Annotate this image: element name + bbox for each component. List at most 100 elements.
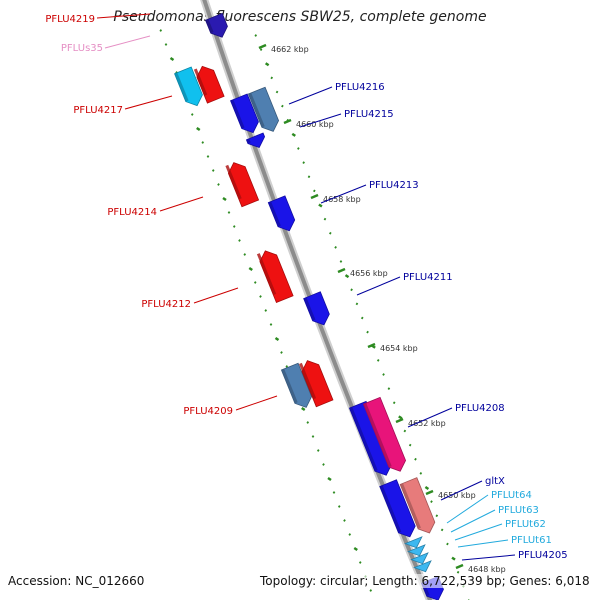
left-track-tick	[348, 533, 352, 536]
left-track-tick	[238, 239, 241, 242]
right-track-tick	[323, 217, 327, 221]
left-track-tick	[169, 56, 175, 62]
left-track-tick	[285, 365, 289, 368]
left-track-tick	[206, 155, 210, 158]
gene-label-right: PFLUt63	[498, 505, 539, 516]
gene-label-right: PFLU4213	[369, 180, 419, 191]
left-track-tick	[196, 126, 201, 132]
leader-line	[450, 509, 496, 533]
right-track-tick	[360, 316, 364, 320]
right-track-tick	[339, 260, 343, 263]
gene-label-left: PFLU4209	[183, 406, 233, 417]
gene-arrow	[280, 362, 313, 408]
left-track-tick	[232, 225, 236, 228]
gene-arrow	[379, 479, 416, 538]
left-track-tick	[327, 476, 332, 482]
leader-line	[454, 523, 503, 541]
gene-arrow	[267, 195, 296, 232]
right-track-tick	[318, 203, 323, 208]
left-track-tick	[248, 266, 253, 272]
accession-text: Accession: NC_012660	[8, 574, 145, 588]
gene-arrow	[399, 477, 436, 534]
right-track-tick	[408, 443, 412, 447]
left-track-tick	[353, 546, 358, 552]
kbp-tick-label: 4660 kbp	[296, 120, 334, 129]
right-track-tick	[291, 132, 296, 137]
gene-label-left: PFLUs35	[61, 43, 103, 54]
gene-label-left: PFLU4212	[141, 299, 191, 310]
gene-label-right: gltX	[485, 476, 505, 487]
leader-line	[356, 276, 401, 296]
gene-arrow	[245, 132, 266, 149]
right-track-tick	[328, 231, 332, 235]
kbp-major-tick	[395, 417, 404, 424]
left-track-tick	[274, 336, 280, 342]
kbp-tick-label: 4662 kbp	[271, 45, 309, 54]
gene-arrow	[193, 65, 225, 104]
right-track-tick	[440, 528, 444, 532]
leader-line	[288, 86, 333, 105]
gene-arrow	[256, 250, 294, 303]
left-track-tick	[332, 491, 336, 494]
genome-summary-text: Topology: circular; Length: 6,722,539 bp…	[260, 574, 590, 588]
right-track-tick	[392, 401, 396, 405]
right-track-tick	[313, 189, 316, 193]
gene-label-right: PFLUt61	[511, 535, 552, 546]
kbp-major-tick	[337, 267, 346, 274]
leader-line	[96, 13, 151, 19]
right-track-tick	[382, 373, 385, 376]
right-track-tick	[419, 472, 423, 475]
left-track-tick	[269, 323, 273, 326]
left-track-tick	[259, 295, 262, 298]
left-track-tick	[311, 435, 315, 438]
leader-line	[159, 196, 204, 212]
kbp-major-tick	[367, 342, 376, 349]
right-track-tick	[264, 62, 270, 67]
left-track-tick	[280, 351, 283, 354]
right-track-tick	[376, 359, 380, 362]
right-track-tick	[451, 556, 456, 561]
gene-label-left: PFLU4219	[45, 14, 95, 25]
right-track-tick	[424, 485, 430, 491]
right-track-tick	[254, 34, 258, 37]
right-track-tick	[387, 387, 391, 390]
left-track-tick	[243, 253, 247, 256]
gene-arrow	[205, 12, 228, 38]
gene-label-right: PFLUt64	[491, 490, 532, 501]
left-track-tick	[190, 113, 194, 116]
gene-label-right: PFLU4211	[403, 272, 453, 283]
gene-arrow	[299, 360, 334, 408]
left-track-tick	[337, 505, 341, 508]
leader-line	[440, 480, 483, 501]
gene-label-left: PFLU4214	[107, 207, 157, 218]
left-track-tick	[264, 309, 268, 312]
leader-line	[124, 95, 173, 110]
leader-line	[461, 554, 516, 561]
kbp-major-tick	[425, 489, 434, 496]
kbp-major-tick	[258, 43, 267, 50]
leader-line	[446, 494, 489, 524]
gene-arrow	[225, 162, 260, 208]
kbp-tick-label: 4656 kbp	[350, 269, 388, 278]
gene-label-right: PFLUt62	[505, 519, 546, 530]
right-track-tick	[275, 90, 279, 94]
kbp-tick-label: 4654 kbp	[380, 344, 418, 353]
right-track-tick	[344, 274, 350, 279]
left-track-tick	[306, 421, 310, 424]
gene-arrow	[174, 66, 203, 107]
leader-line	[104, 35, 151, 49]
left-track-tick	[316, 449, 320, 452]
left-track-tick	[301, 406, 306, 412]
right-track-tick	[281, 104, 284, 108]
right-track-tick	[334, 246, 337, 249]
gene-arrow	[230, 93, 259, 134]
kbp-major-tick	[310, 193, 319, 200]
left-track-tick	[322, 463, 325, 466]
label-leaders	[96, 13, 516, 561]
leader-line	[193, 287, 239, 304]
leader-line	[299, 113, 342, 128]
kbp-major-tick	[455, 563, 464, 570]
trna-arrow	[404, 536, 423, 549]
